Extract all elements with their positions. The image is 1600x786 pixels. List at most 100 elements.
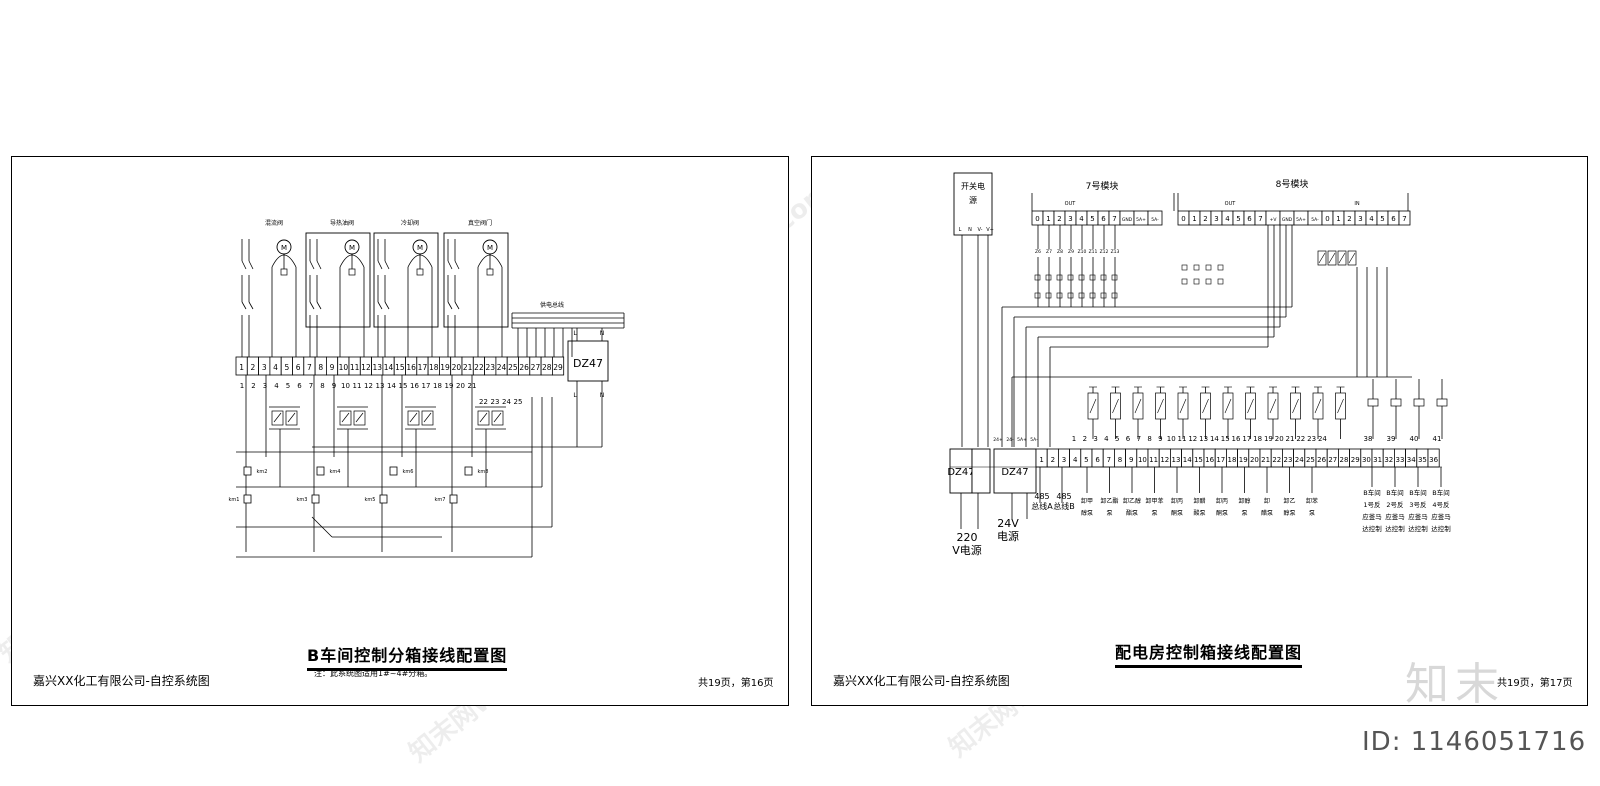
terminal-number: 17 bbox=[418, 363, 428, 372]
bus-terminal: 12 bbox=[1188, 435, 1197, 443]
terminal-number: 11 bbox=[1149, 456, 1158, 464]
bus-terminal: 19 bbox=[1264, 435, 1273, 443]
module-pin-label: +V bbox=[1270, 217, 1278, 223]
wire bbox=[1089, 398, 1097, 414]
module-pin-label: 5A+ bbox=[1136, 217, 1146, 223]
terminal-number: 32 bbox=[1384, 456, 1393, 464]
wire bbox=[1134, 398, 1142, 414]
coil bbox=[449, 494, 458, 504]
terminal-number: 10 bbox=[1138, 456, 1147, 464]
bus-terminal: 5A- bbox=[1030, 437, 1038, 443]
bus-terminal: 39 bbox=[1387, 435, 1396, 443]
relay-coil bbox=[1078, 292, 1085, 299]
b-label: 3号反 bbox=[1409, 500, 1427, 509]
bus-terminal: 23 bbox=[1307, 435, 1316, 443]
module-pin-label: 7 bbox=[1258, 215, 1262, 223]
terminal-number: 8 bbox=[1118, 456, 1122, 464]
lower-number: 13 bbox=[376, 382, 385, 390]
lower-number: 12 bbox=[364, 382, 373, 390]
wire bbox=[311, 516, 333, 538]
bus-terminal: 24 bbox=[1318, 435, 1327, 443]
b-label: 达控制 bbox=[1408, 524, 1428, 533]
relay-coil bbox=[1056, 274, 1063, 281]
bus-terminal: 14 bbox=[1210, 435, 1219, 443]
b-label: B车间 bbox=[1432, 488, 1449, 497]
bus-terminal: 22 bbox=[1296, 435, 1305, 443]
bus-terminal: 21 bbox=[1286, 435, 1295, 443]
breaker-label: DZ47 bbox=[573, 357, 603, 370]
load-label: 卸乙醇 bbox=[1123, 497, 1141, 505]
b-label: B车间 bbox=[1363, 488, 1380, 497]
terminal-number: 16 bbox=[406, 363, 416, 372]
wire bbox=[447, 260, 453, 270]
wire bbox=[1328, 252, 1336, 264]
relay-id: Z6 bbox=[1035, 249, 1041, 255]
terminal-number: 20 bbox=[1250, 456, 1259, 464]
rs485-label: 总线A bbox=[1031, 501, 1053, 511]
terminal-number: 16 bbox=[1205, 456, 1214, 464]
load-label: 醋泵 bbox=[1261, 509, 1273, 517]
wire bbox=[377, 260, 383, 270]
power-supply bbox=[953, 172, 993, 236]
terminal-number: 6 bbox=[296, 363, 301, 372]
terminal-number: 4 bbox=[1073, 456, 1078, 464]
module-pin-label: 0 bbox=[1181, 215, 1185, 223]
relay-id: Z7 bbox=[1046, 249, 1052, 255]
terminal-number: 11 bbox=[350, 363, 360, 372]
dc-label: 电源 bbox=[997, 529, 1019, 543]
winding bbox=[416, 268, 424, 276]
lower-number: 22 bbox=[479, 398, 488, 406]
section-label: 导热油阀 bbox=[330, 219, 354, 227]
bus-terminal: 20 bbox=[1275, 435, 1284, 443]
relay-label: km2 bbox=[257, 469, 268, 475]
terminal-number: 30 bbox=[1362, 456, 1371, 464]
terminal-number: 9 bbox=[330, 363, 335, 372]
section-label: 真空阀门 bbox=[468, 219, 492, 227]
load-label: 泵 bbox=[1106, 510, 1112, 517]
relay-coil bbox=[1045, 292, 1052, 299]
terminal-number: 21 bbox=[463, 363, 473, 372]
bus-terminal: 6 bbox=[1126, 435, 1131, 443]
bus-terminal: 11 bbox=[1178, 435, 1187, 443]
module-pin-label: 7 bbox=[1112, 215, 1116, 223]
terminal-number: 26 bbox=[1317, 456, 1326, 464]
terminal-number: 15 bbox=[1194, 456, 1203, 464]
terminal-number: 14 bbox=[1183, 456, 1192, 464]
terminal-number: 6 bbox=[1095, 456, 1100, 464]
terminal-number: 26 bbox=[519, 363, 529, 372]
module-pin-label: GND bbox=[1122, 217, 1133, 223]
rs485-label: 485 bbox=[1056, 492, 1071, 501]
wire bbox=[316, 301, 322, 310]
bus-terminal: 5A+ bbox=[1017, 437, 1027, 443]
rs485-label: 总线B bbox=[1053, 501, 1075, 511]
page-number: 共19页，第17页 bbox=[1497, 678, 1573, 689]
bus-terminal: 17 bbox=[1242, 435, 1251, 443]
terminal-number: 36 bbox=[1429, 456, 1438, 464]
wire bbox=[273, 412, 282, 423]
relay-id: Z11 bbox=[1089, 249, 1098, 255]
lower-number: 7 bbox=[309, 382, 313, 390]
relay-coil bbox=[1089, 274, 1096, 281]
terminal-number: 7 bbox=[307, 363, 312, 372]
lower-number: 16 bbox=[410, 382, 419, 390]
module-pin-label: 6 bbox=[1247, 215, 1252, 223]
motor-label: M bbox=[417, 244, 423, 252]
sheet-title: B车间控制分箱接线配置图 bbox=[307, 642, 508, 671]
terminal-number: 19 bbox=[440, 363, 450, 372]
terminal-number: 23 bbox=[485, 363, 495, 372]
terminal-number: 3 bbox=[1062, 456, 1066, 464]
power-terminal: V+ bbox=[986, 227, 994, 233]
section-frame bbox=[373, 232, 439, 328]
b-label: 应釜马 bbox=[1385, 512, 1405, 521]
load-label: 卸醇 bbox=[1238, 497, 1250, 505]
load-label: 卸乙 bbox=[1283, 497, 1295, 505]
bus-terminal: 13 bbox=[1199, 435, 1208, 443]
relay-coil bbox=[316, 466, 325, 476]
b-label: 应釜马 bbox=[1362, 512, 1382, 521]
wire bbox=[1202, 398, 1209, 414]
module-pin-label: 1 bbox=[1192, 215, 1196, 223]
module-pin-label: 2 bbox=[1347, 215, 1351, 223]
relay-id: Z8 bbox=[1057, 249, 1063, 255]
